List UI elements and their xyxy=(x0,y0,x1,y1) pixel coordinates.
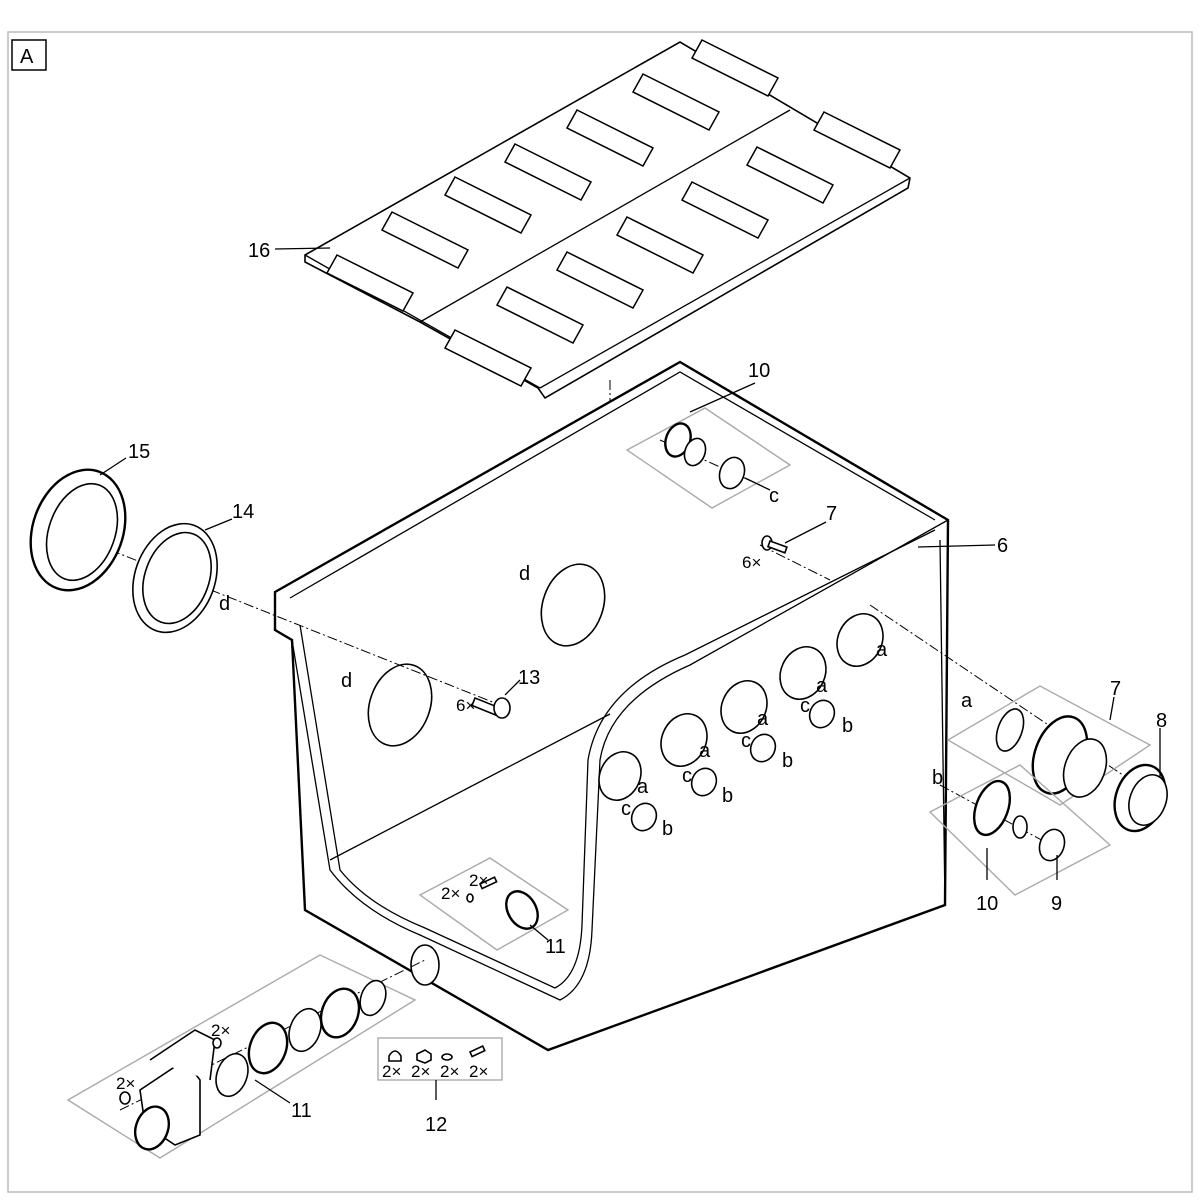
label-d: d xyxy=(519,563,530,585)
diagram-frame xyxy=(7,31,1193,1193)
screw-axis-line xyxy=(759,544,831,581)
label-b: b xyxy=(782,750,793,772)
lid-vent-slots xyxy=(325,39,902,387)
right-axis-line xyxy=(869,604,1161,801)
label-qty: 6× xyxy=(456,696,475,715)
tank-opening xyxy=(630,802,658,832)
label-b: b xyxy=(932,767,943,789)
label-c: c xyxy=(800,695,810,717)
screw xyxy=(470,696,511,719)
tank-opening xyxy=(836,613,884,667)
vent-slot xyxy=(680,181,770,239)
label-12: 12 xyxy=(425,1114,447,1136)
tank-opening xyxy=(779,646,827,700)
label-d: d xyxy=(219,593,230,615)
label-a: a xyxy=(816,675,828,697)
label-6: 6 xyxy=(997,535,1008,557)
vent-slot xyxy=(690,39,780,97)
label-c: c xyxy=(741,730,751,752)
label-11: 11 xyxy=(291,1100,312,1122)
vent-slot xyxy=(745,146,835,204)
label-8: 8 xyxy=(1156,710,1167,732)
label-7: 7 xyxy=(1110,678,1121,700)
label-c: c xyxy=(682,765,692,787)
tank-opening xyxy=(749,733,777,763)
vent-slot xyxy=(565,109,655,167)
label-10: 10 xyxy=(976,893,998,915)
label-c: c xyxy=(621,798,631,820)
vent-slot xyxy=(325,254,415,312)
callout-labels: 16 15 14 d d d 13 6× 10 c 7 6× 6 a a a a… xyxy=(116,240,1167,1136)
label-13: 13 xyxy=(518,667,540,689)
label-7: 7 xyxy=(826,503,837,525)
label-d: d xyxy=(341,670,352,692)
small-screw xyxy=(761,535,788,554)
label-a: a xyxy=(637,776,649,798)
tank-opening xyxy=(720,680,768,734)
frame-label-box: A xyxy=(11,39,47,71)
tank-opening-d-left xyxy=(367,663,433,747)
label-qty: 2× xyxy=(469,1062,488,1081)
frame-label: A xyxy=(20,46,34,68)
tank-opening-d-back xyxy=(540,563,606,647)
flange-axis-line xyxy=(59,529,501,706)
tank-connector-group xyxy=(946,685,1152,806)
label-9: 9 xyxy=(1051,893,1062,915)
inner-fitting-group xyxy=(418,857,570,951)
label-qty: 2× xyxy=(441,884,460,903)
vent-slot xyxy=(615,216,705,274)
valve-group xyxy=(66,954,417,1159)
end-cap xyxy=(1113,763,1168,833)
filter-tank xyxy=(273,360,950,1052)
label-qty: 2× xyxy=(211,1021,230,1040)
label-c: c xyxy=(769,485,779,507)
tank-opening xyxy=(690,767,718,797)
lid xyxy=(304,39,911,400)
tank-opening xyxy=(598,751,642,801)
hardware-kit xyxy=(377,1037,503,1081)
label-16: 16 xyxy=(248,240,270,262)
label-a: a xyxy=(961,690,973,712)
label-b: b xyxy=(722,785,733,807)
label-11: 11 xyxy=(545,936,566,958)
label-15: 15 xyxy=(128,441,150,463)
vent-slot xyxy=(495,286,585,344)
label-a: a xyxy=(876,639,888,661)
vent-slot xyxy=(812,111,902,169)
label-a: a xyxy=(757,708,769,730)
label-b: b xyxy=(842,715,853,737)
inlet-flange xyxy=(29,468,127,592)
top-fitting-group xyxy=(625,407,792,509)
label-qty: 2× xyxy=(411,1062,430,1081)
label-14: 14 xyxy=(232,501,254,523)
gasket-ring xyxy=(132,522,218,634)
leader-lines xyxy=(99,247,1161,1104)
label-qty: 6× xyxy=(742,553,761,572)
label-qty: 2× xyxy=(382,1062,401,1081)
label-a: a xyxy=(699,740,711,762)
vent-slot xyxy=(631,73,721,131)
label-qty: 2× xyxy=(469,871,488,890)
label-qty: 2× xyxy=(116,1074,135,1093)
vent-slot xyxy=(443,329,533,387)
tank-openings-a-c xyxy=(598,613,884,832)
label-10: 10 xyxy=(748,360,770,382)
vent-slot xyxy=(503,143,593,201)
tank-opening xyxy=(808,699,836,729)
tank-outlet-opening xyxy=(410,944,440,986)
label-b: b xyxy=(662,818,673,840)
vent-slot xyxy=(443,176,533,234)
vent-slot xyxy=(380,211,470,269)
label-qty: 2× xyxy=(440,1062,459,1081)
tank-opening xyxy=(660,713,708,767)
vent-slot xyxy=(555,251,645,309)
